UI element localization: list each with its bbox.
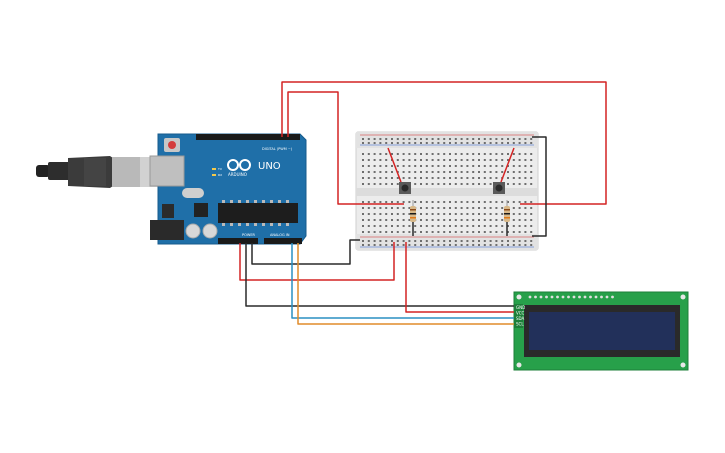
mount-hole (516, 294, 522, 300)
capacitor (202, 223, 218, 239)
lcd-pin-gnd-label: GND (516, 305, 525, 310)
wire-gnd-rail[interactable] (532, 136, 547, 237)
wire-vcc-to-lcd[interactable] (405, 242, 514, 313)
analog-header-label: ANALOG IN (270, 233, 290, 237)
wire-pin-to-button-left[interactable] (287, 91, 404, 205)
push-button-right[interactable] (493, 182, 505, 194)
lcd-header-pins (528, 295, 614, 299)
lcd-pin-sda-label: SDA (516, 316, 525, 321)
mount-hole (680, 294, 686, 300)
rx-led-label: RX (218, 173, 222, 177)
digital-header-label: DIGITAL (PWM ~) (262, 147, 293, 151)
usb-cable (36, 156, 164, 188)
i2c-pins[interactable]: GND VCC SDA SCL (514, 304, 525, 328)
breadboard (355, 131, 539, 251)
board-model-label: UNO (258, 161, 281, 172)
lcd-screen (529, 312, 675, 350)
reset-button-cap[interactable] (168, 141, 176, 149)
arduino-board: UNO ARDUINO DIGITAL (PWM ~) POWER ANALOG… (149, 133, 307, 245)
chip-pins (222, 200, 289, 226)
lcd-pin-scl-label: SCL (516, 322, 524, 327)
tx-led (212, 168, 216, 170)
wire-5v-to-rail[interactable] (281, 81, 607, 205)
voltage-regulator (162, 204, 174, 218)
wire-5v-to-breadboard[interactable] (239, 242, 395, 281)
power-header-label: POWER (242, 233, 256, 237)
center-channel (356, 188, 538, 196)
mount-hole (516, 362, 522, 368)
bottom-power-rail[interactable] (356, 234, 538, 250)
lcd-pin-vcc-label: VCC (516, 311, 525, 316)
crystal-oscillator (182, 188, 204, 198)
push-button-left[interactable] (399, 182, 411, 194)
arduino-logo-icon (227, 159, 251, 171)
jumper-right[interactable] (500, 147, 515, 183)
digital-header[interactable] (196, 134, 300, 140)
jumper-left[interactable] (387, 147, 402, 183)
atmega-chip (218, 203, 298, 223)
wire-sda-to-lcd[interactable] (291, 243, 514, 319)
tx-led-label: TX (217, 167, 222, 171)
lcd-module: GND VCC SDA SCL (513, 291, 689, 371)
rx-led (212, 174, 216, 176)
power-jack (150, 220, 184, 240)
analog-header[interactable] (264, 238, 302, 244)
wire-gnd-to-breadboard[interactable] (251, 239, 360, 265)
top-power-rail[interactable] (356, 132, 538, 148)
wire-scl-to-lcd[interactable] (297, 243, 514, 325)
power-header[interactable] (218, 238, 258, 244)
usb-chip (194, 203, 208, 217)
usb-jack (149, 155, 185, 187)
resistor-right[interactable] (504, 200, 510, 232)
wire-gnd-to-lcd[interactable] (245, 243, 514, 307)
capacitor (185, 223, 201, 239)
mount-hole (680, 362, 686, 368)
board-brand-label: ARDUINO (228, 172, 247, 177)
